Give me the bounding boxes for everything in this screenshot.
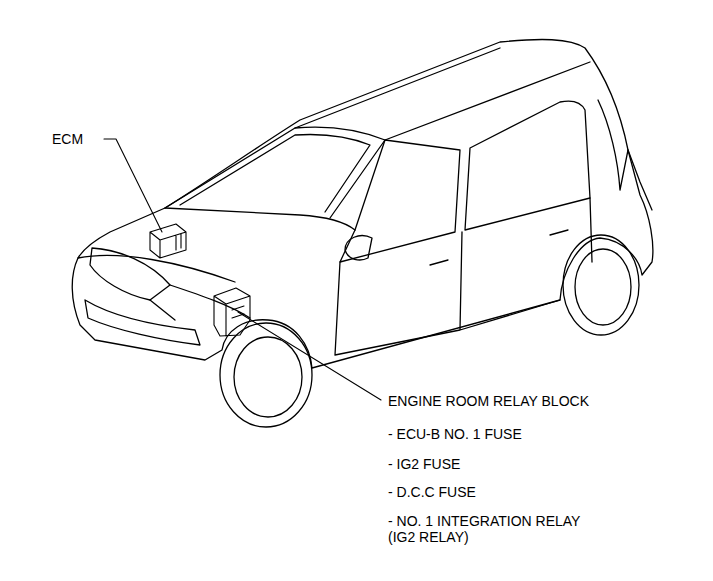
windshield-inner [180,134,370,212]
relay-block-symbol [214,288,250,336]
mirror [345,236,372,260]
windshield [165,127,385,218]
front-tire [220,323,312,427]
fender [170,285,250,318]
part-name: ECM [52,131,83,147]
door-lines [335,198,592,355]
grille [85,300,200,345]
hood-line [78,208,355,282]
leader-line [104,139,162,232]
part-item: - D.C.C FUSE [388,484,476,500]
part-item: - NO. 1 INTEGRATION RELAY (IG2 RELAY) [388,513,600,545]
ecm-symbol [150,224,186,258]
side-window-rear [465,101,590,230]
rear-quarter [598,100,628,190]
front-rim [234,337,302,417]
side-window-front [340,140,460,262]
leader-line [238,312,381,400]
door-handle [430,230,568,265]
part-name: ENGINE ROOM RELAY BLOCK [388,393,589,409]
rear-light [628,150,652,210]
rear-rim [575,249,631,325]
part-item: - ECU-B NO. 1 FUSE [388,426,522,442]
rear-tire [563,235,639,335]
roof-line [295,48,590,140]
part-item: - IG2 FUSE [388,456,460,472]
car-body [72,40,653,368]
